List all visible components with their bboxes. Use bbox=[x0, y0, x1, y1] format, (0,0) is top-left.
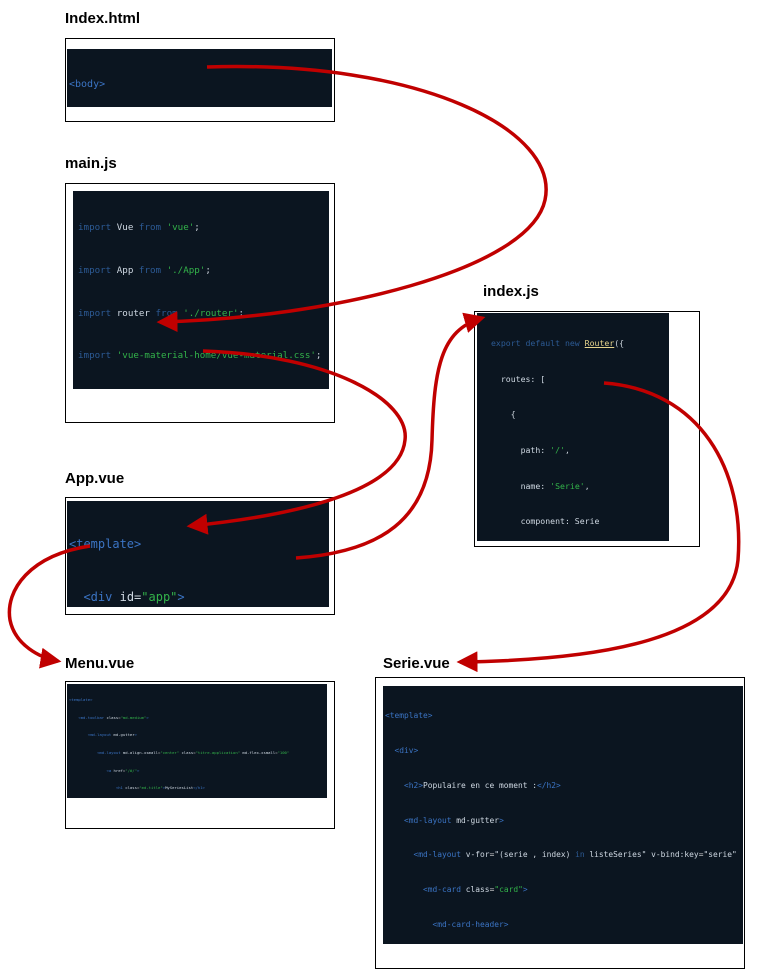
serie-vue-title: Serie.vue bbox=[383, 655, 450, 672]
main-js-title: main.js bbox=[65, 155, 117, 172]
app-vue-code: <template> <div id="app"> <MenuPrincipal… bbox=[67, 501, 329, 607]
index-html-title: Index.html bbox=[65, 10, 141, 27]
menu-vue-title: Menu.vue bbox=[65, 655, 135, 672]
serie-vue-box: <template> <div> <h2>Populaire en ce mom… bbox=[375, 677, 745, 969]
app-vue-title: App.vue bbox=[65, 470, 125, 487]
index-js-code: export default new Router({ routes: [ { … bbox=[477, 313, 669, 541]
app-vue-box: <template> <div id="app"> <MenuPrincipal… bbox=[65, 497, 335, 615]
main-js-box: import Vue from 'vue'; import App from '… bbox=[65, 183, 335, 423]
index-html-code: <body> <div id="app"></div> <!-- built f… bbox=[67, 49, 332, 107]
menu-vue-code: <template> <md-toolbar class="md-medium"… bbox=[67, 684, 327, 798]
index-js-box: export default new Router({ routes: [ { … bbox=[474, 311, 700, 547]
serie-vue-code: <template> <div> <h2>Populaire en ce mom… bbox=[383, 686, 743, 944]
main-js-code: import Vue from 'vue'; import App from '… bbox=[73, 191, 329, 389]
index-html-box: <body> <div id="app"></div> <!-- built f… bbox=[65, 38, 335, 122]
menu-vue-box: <template> <md-toolbar class="md-medium"… bbox=[65, 681, 335, 829]
index-js-title: index.js bbox=[483, 283, 539, 300]
